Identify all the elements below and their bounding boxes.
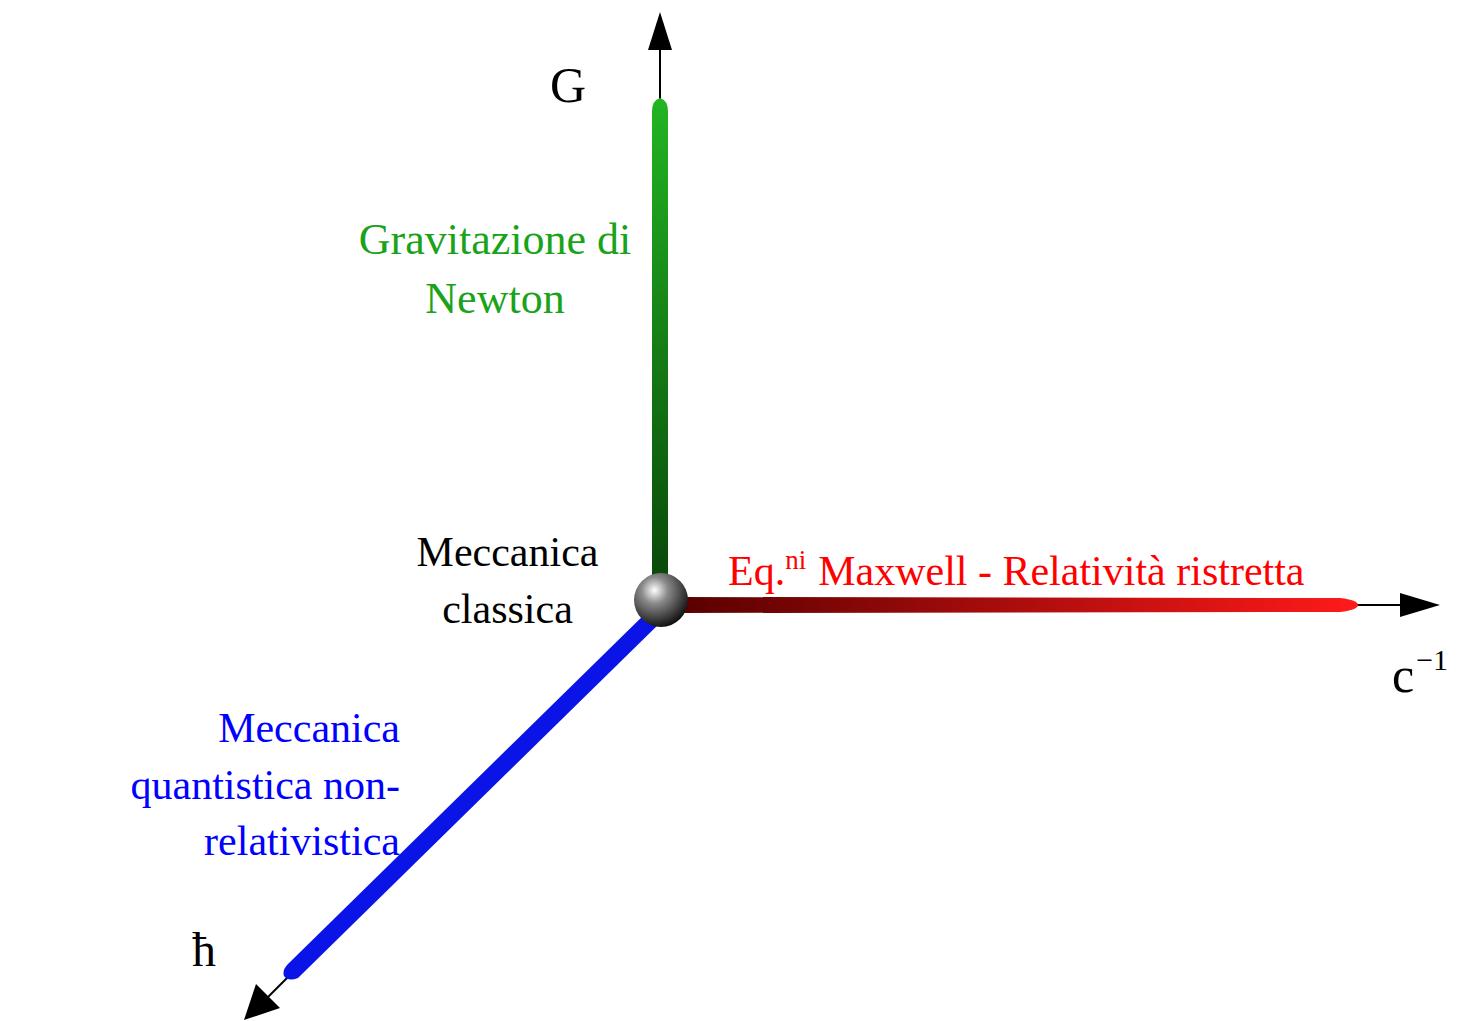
label-text: Maxwell - Relatività ristretta [818,550,1304,592]
relativity-bar [680,597,1358,613]
label-text: c [1392,650,1414,700]
theory-label: Meccanica classica [380,524,635,637]
theory-label: Meccanica quantistica non-relativistica [30,700,400,870]
axis-name: G [550,52,586,120]
axis-name: c−1 [1392,650,1448,700]
axis-name: ħ [192,918,216,983]
label-text: Eq. [728,550,785,592]
arrow-head [648,12,672,50]
gravity-bar [652,98,668,575]
arrow-head [1400,593,1440,617]
superscript: ni [785,547,806,574]
axis-label: Eq.ni Maxwell - Relatività ristretta [728,550,1305,592]
theory-label: Gravitazione di Newton [345,210,645,329]
arrow-head [244,984,280,1020]
superscript: −1 [1416,645,1448,675]
origin-sphere [634,573,688,627]
axis-line [659,48,661,100]
